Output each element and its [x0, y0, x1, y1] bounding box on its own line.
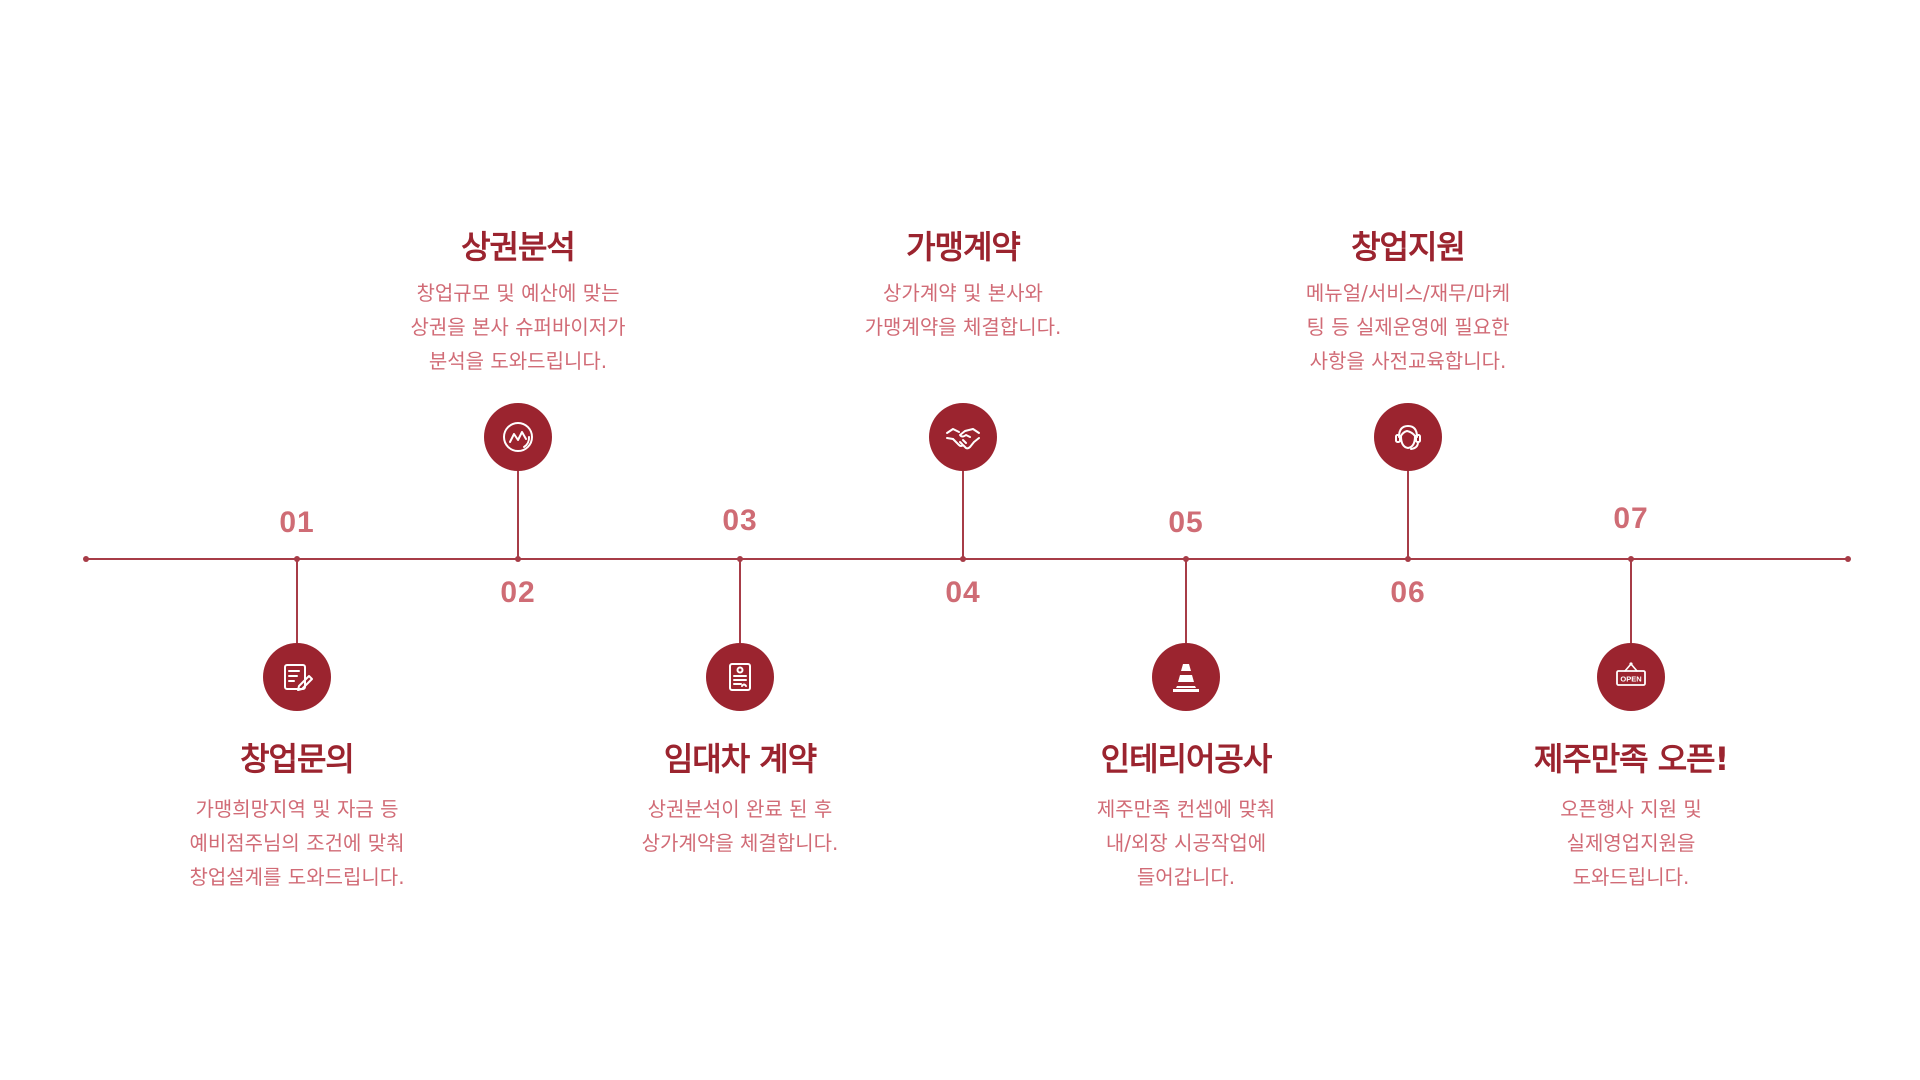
- step-connector: [1630, 559, 1632, 643]
- description-line: 실제영업지원을: [1566, 831, 1696, 855]
- description-line: 상권을 본사 슈퍼바이저가: [410, 315, 626, 339]
- step-connector: [1407, 471, 1409, 558]
- step-description: 창업규모 및 예산에 맞는 상권을 본사 슈퍼바이저가 분석을 도와드립니다.: [368, 276, 668, 378]
- step-title: 인테리어공사: [1100, 740, 1273, 778]
- step-number: 04: [945, 576, 981, 609]
- description-line: 상가계약을 체결합니다.: [641, 831, 839, 855]
- step-node: [1405, 556, 1411, 562]
- step-node: [960, 556, 966, 562]
- description-line: 상권분석이 완료 된 후: [647, 797, 833, 821]
- step-number: 01: [279, 506, 315, 539]
- step-title: 제주만족 오픈!: [1533, 740, 1729, 778]
- open-sign-icon: OPEN: [1597, 643, 1665, 711]
- step-number: 02: [500, 576, 536, 609]
- description-line: 제주만족 컨셉에 맞춰: [1096, 797, 1276, 821]
- contract-icon: [706, 643, 774, 711]
- market-analysis-icon: [484, 403, 552, 471]
- step-number: 05: [1168, 506, 1204, 539]
- description-line: 오픈행사 지원 및: [1560, 797, 1702, 821]
- handshake-icon: [929, 403, 997, 471]
- timeline-line: [86, 558, 1848, 560]
- step-description: 제주만족 컨셉에 맞춰 내/외장 시공작업에 들어갑니다.: [1036, 792, 1336, 894]
- step-connector: [739, 559, 741, 643]
- step-description: 상가계약 및 본사와 가맹계약을 체결합니다.: [813, 276, 1113, 344]
- step-connector: [517, 471, 519, 558]
- step-description: 가맹희망지역 및 자금 등 예비점주님의 조건에 맞춰 창업설계를 도와드립니다…: [147, 792, 447, 894]
- headset-support-icon: [1374, 403, 1442, 471]
- step-title: 창업지원: [1351, 228, 1466, 266]
- step-connector: [1185, 559, 1187, 643]
- description-line: 가맹희망지역 및 자금 등: [195, 797, 399, 821]
- edit-document-icon: [263, 643, 331, 711]
- description-line: 창업설계를 도와드립니다.: [189, 865, 405, 889]
- step-title: 창업문의: [240, 740, 355, 778]
- description-line: 가맹계약을 체결합니다.: [864, 315, 1062, 339]
- step-connector: [962, 471, 964, 558]
- description-line: 분석을 도와드립니다.: [428, 349, 608, 373]
- description-line: 내/외장 시공작업에: [1105, 831, 1267, 855]
- step-number: 06: [1390, 576, 1426, 609]
- description-line: 창업규모 및 예산에 맞는: [416, 281, 620, 305]
- description-line: 예비점주님의 조건에 맞춰: [189, 831, 405, 855]
- step-number: 07: [1613, 502, 1649, 535]
- description-line: 상가계약 및 본사와: [883, 281, 1043, 305]
- description-line: 메뉴얼/서비스/재무/마케: [1305, 281, 1511, 305]
- description-line: 들어갑니다.: [1136, 865, 1236, 889]
- open-sign-label: OPEN: [1620, 675, 1641, 684]
- description-line: 사항을 사전교육합니다.: [1309, 349, 1507, 373]
- step-node: [515, 556, 521, 562]
- step-description: 상권분석이 완료 된 후 상가계약을 체결합니다.: [590, 792, 890, 860]
- timeline-end-dot: [1845, 556, 1851, 562]
- step-number: 03: [722, 504, 758, 537]
- step-title: 가맹계약: [906, 228, 1021, 266]
- description-line: 팅 등 실제운영에 필요한: [1306, 315, 1510, 339]
- description-line: 도와드립니다.: [1572, 865, 1690, 889]
- step-title: 상권분석: [461, 228, 576, 266]
- timeline-start-dot: [83, 556, 89, 562]
- step-description: 메뉴얼/서비스/재무/마케 팅 등 실제운영에 필요한 사항을 사전교육합니다.: [1258, 276, 1558, 378]
- step-title: 임대차 계약: [663, 740, 817, 778]
- step-description: 오픈행사 지원 및 실제영업지원을 도와드립니다.: [1481, 792, 1781, 894]
- step-connector: [296, 559, 298, 643]
- traffic-cone-icon: [1152, 643, 1220, 711]
